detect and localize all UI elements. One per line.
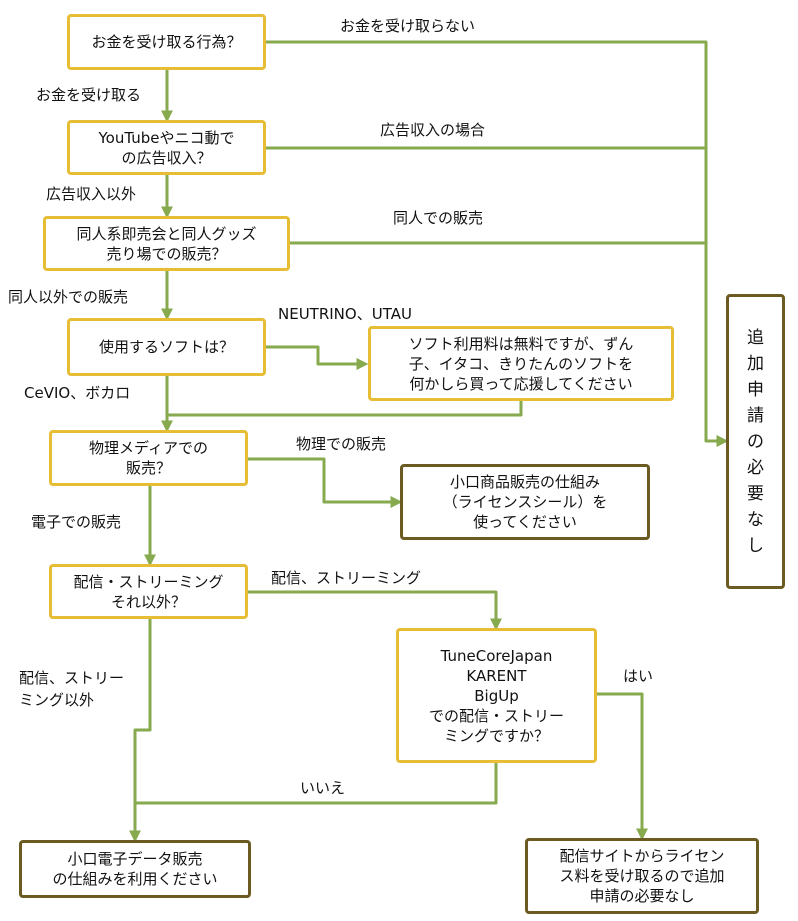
label-doujin: 同人での販売 <box>393 209 484 227</box>
side-char-5: の <box>747 431 764 452</box>
side-char-3: 申 <box>747 379 764 400</box>
connector-q7-yes <box>597 692 648 841</box>
connector-note-merge <box>167 401 523 417</box>
side-char-1: 追 <box>747 327 764 348</box>
connector-q4-note <box>266 345 369 370</box>
result-platform-license: 配信サイトからライセン ス料を受け取るので追加 申請の必要なし <box>525 838 759 914</box>
side-char-9: し <box>747 535 764 556</box>
question-distribution-service: TuneCoreJapan KARENT BigUp での配信・ストリー ミング… <box>396 628 597 763</box>
label-streaming: 配信、ストリーミング <box>271 569 422 587</box>
connector-q7-no <box>135 763 498 805</box>
connector-q6-digital <box>129 619 152 843</box>
label-physical: 物理での販売 <box>296 435 387 453</box>
question-receive-money: お金を受け取る行為？ <box>67 14 266 70</box>
side-char-2: 加 <box>747 353 764 374</box>
label-electronic: 電子での販売 <box>31 513 122 531</box>
connector-q5-physical <box>248 457 403 508</box>
label-no: いいえ <box>300 779 346 797</box>
question-physical-media: 物理メディアでの 販売？ <box>49 430 248 486</box>
result-license-seal: 小口商品販売の仕組み （ライセンスシール）を 使ってください <box>400 464 650 540</box>
label-not-ad: 広告収入以外 <box>46 185 137 203</box>
label-not-doujin: 同人以外での販売 <box>8 288 129 306</box>
question-software: 使用するソフトは？ <box>67 318 266 376</box>
note-support-purchase: ソフト利用料は無料ですが、ずん 子、イタコ、きりたんのソフトを 何かしら買って応… <box>368 326 674 401</box>
side-char-8: な <box>747 509 764 530</box>
label-no-money: お金を受け取らない <box>340 17 476 35</box>
connector-q6-streaming <box>248 590 502 631</box>
label-not-streaming: 配信、ストリー ミング以外 <box>19 669 125 709</box>
side-char-6: 必 <box>747 457 764 478</box>
label-yes: はい <box>623 667 654 685</box>
label-money: お金を受け取る <box>36 86 142 104</box>
label-neutrino-utau: NEUTRINO、UTAU <box>278 305 412 323</box>
question-ad-revenue: YouTubeやニコ動で の広告収入？ <box>67 120 266 175</box>
side-char-4: 請 <box>747 405 764 426</box>
result-digital-data-sale: 小口電子データ販売 の仕組みを利用ください <box>19 840 251 898</box>
side-char-7: 要 <box>747 483 764 504</box>
question-doujin-sale: 同人系即売会と同人グッズ 売り場での販売？ <box>43 216 290 271</box>
result-no-additional-application: 追 加 申 請 の 必 要 な し <box>726 294 785 589</box>
label-ad-revenue: 広告収入の場合 <box>380 121 486 139</box>
question-streaming: 配信・ストリーミング それ以外？ <box>49 564 248 619</box>
label-cevio-vocaloid: CeVIO、ボカロ <box>24 384 131 402</box>
